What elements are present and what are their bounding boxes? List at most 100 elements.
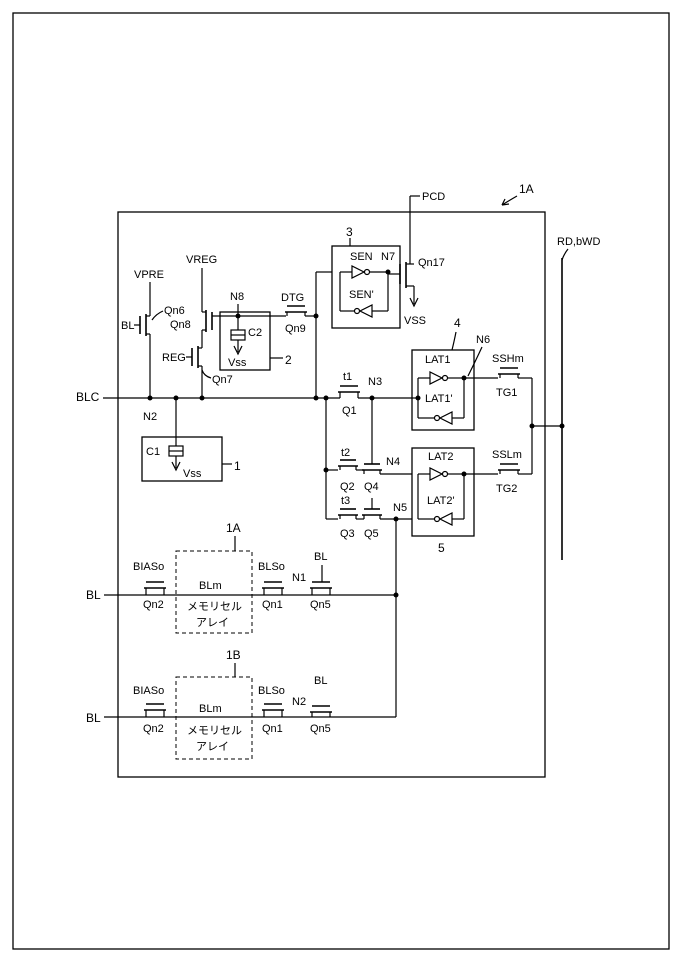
lat2-block <box>411 447 475 537</box>
array-1a-qn5: Qn5 <box>310 599 331 611</box>
q5-label: Q5 <box>364 528 379 540</box>
blc-label: BLC <box>76 390 100 404</box>
t1-label: t1 <box>343 371 352 383</box>
c1-label: C1 <box>146 446 160 458</box>
array-1b-bl-gate: BL <box>314 675 327 687</box>
blc-dot-qn6 <box>147 395 153 401</box>
qn6-label: Qn6 <box>164 305 185 317</box>
t3-label: t3 <box>341 495 350 507</box>
array-1a-blso: BLSo <box>258 561 285 573</box>
qn9-label: Qn9 <box>285 323 306 335</box>
lat2-inverter-icon <box>429 467 444 481</box>
figure-ref-label: 1A <box>519 182 534 196</box>
sen-block-ref: 3 <box>346 225 353 239</box>
q4-label: Q4 <box>364 481 379 493</box>
figure-ref-arrowhead <box>501 198 510 206</box>
array-1a-n5-dot <box>393 592 399 598</box>
sen-inverter-icon <box>351 265 366 279</box>
vpre-label: VPRE <box>134 269 164 281</box>
vreg-label: VREG <box>186 254 217 266</box>
qn7-label: Qn7 <box>212 374 233 386</box>
sshm-label: SSHm <box>492 353 524 365</box>
n6-lead <box>467 346 483 377</box>
sen-b-label: SEN' <box>349 289 374 301</box>
q2-label: Q2 <box>340 481 355 493</box>
bl-gate-label: BL <box>121 320 134 332</box>
rd-dot <box>559 423 565 429</box>
vss-out-label: VSS <box>404 315 426 327</box>
blc-dot-qn7 <box>199 395 205 401</box>
lat1-b-inverter-bubble <box>433 414 441 422</box>
vss2-label: Vss <box>228 357 247 369</box>
array-1b-box <box>175 676 253 760</box>
array-1a-blm: BLm <box>199 580 222 592</box>
tg2-label: TG2 <box>496 483 517 495</box>
n7-label: N7 <box>381 251 395 263</box>
n3-label: N3 <box>368 376 382 388</box>
block-2-ref: 2 <box>285 353 292 367</box>
q1-label: Q1 <box>342 405 357 417</box>
block-1-ref: 1 <box>234 459 241 473</box>
lat2-b-inverter-bubble <box>433 515 441 523</box>
tg1-label: TG1 <box>496 387 517 399</box>
array-1a-cell-line2: アレイ <box>196 617 229 629</box>
qn17-label: Qn17 <box>418 257 445 269</box>
array-1a-qn1: Qn1 <box>262 599 283 611</box>
lat2-b-label: LAT2' <box>427 495 455 507</box>
c2-label: C2 <box>248 327 262 339</box>
n5-label: N5 <box>393 502 407 514</box>
lat1-ref-lead <box>451 331 457 351</box>
array-1b-node: N2 <box>292 696 306 708</box>
rd-bwd-label: RD,bWD <box>557 236 600 248</box>
c1-vss-arrow <box>171 461 181 472</box>
n6-label: N6 <box>476 334 490 346</box>
page-border <box>12 12 670 950</box>
array-1b-bl: BL <box>86 711 101 725</box>
sen-b-inverter-bubble <box>353 307 361 315</box>
lat1-block <box>411 349 475 431</box>
reg-gate-label: REG <box>162 352 186 364</box>
array-1b-cell-line1: メモリセル <box>187 724 242 737</box>
n2-top-label: N2 <box>143 411 157 423</box>
qn7-lead <box>201 369 212 379</box>
array-1b-blm: BLm <box>199 703 222 715</box>
lat2-inverter-bubble <box>441 470 449 478</box>
sen-b-inverter-icon <box>358 304 373 318</box>
blc-dot-sense <box>313 395 319 401</box>
array-1b-qn5: Qn5 <box>310 723 331 735</box>
array-1b-cell-line2: アレイ <box>196 741 229 753</box>
array-1a-cell-line1: メモリセル <box>187 600 242 613</box>
array-1a-ref: 1A <box>226 521 241 535</box>
sen-block <box>331 245 401 329</box>
array-1b-bias: BIASo <box>133 685 164 697</box>
qn6-lead <box>151 310 164 321</box>
lat1-inverter-bubble <box>441 374 449 382</box>
lat1-inverter-icon <box>429 371 444 385</box>
vss1-label: Vss <box>183 468 202 480</box>
lat1-label: LAT1 <box>425 354 450 366</box>
dtg-label: DTG <box>281 292 304 304</box>
main-enclosure <box>117 211 546 778</box>
lat2-b-inverter-icon <box>438 512 453 526</box>
t2-label: t2 <box>341 447 350 459</box>
qn8-label: Qn8 <box>170 319 191 331</box>
cap-block-1 <box>141 436 223 482</box>
array-1a-bias: BIASo <box>133 561 164 573</box>
n8-label: N8 <box>230 291 244 303</box>
pcd-label: PCD <box>422 191 445 203</box>
lat1-in-dot <box>415 395 421 401</box>
array-1a-bl-gate: BL <box>314 551 327 563</box>
array-1b-ref: 1B <box>226 648 241 662</box>
array-1a-box <box>175 550 253 634</box>
lat1-b-inverter-icon <box>438 411 453 425</box>
sslm-label: SSLm <box>492 449 522 461</box>
n4-label: N4 <box>386 456 400 468</box>
array-1a-qn2: Qn2 <box>143 599 164 611</box>
n7-node-dot <box>385 269 391 275</box>
lat2-label: LAT2 <box>428 451 453 463</box>
q3-label: Q3 <box>340 528 355 540</box>
lat2-block-ref: 5 <box>438 541 445 555</box>
sen-label: SEN <box>350 251 373 263</box>
array-1b-blso: BLSo <box>258 685 285 697</box>
